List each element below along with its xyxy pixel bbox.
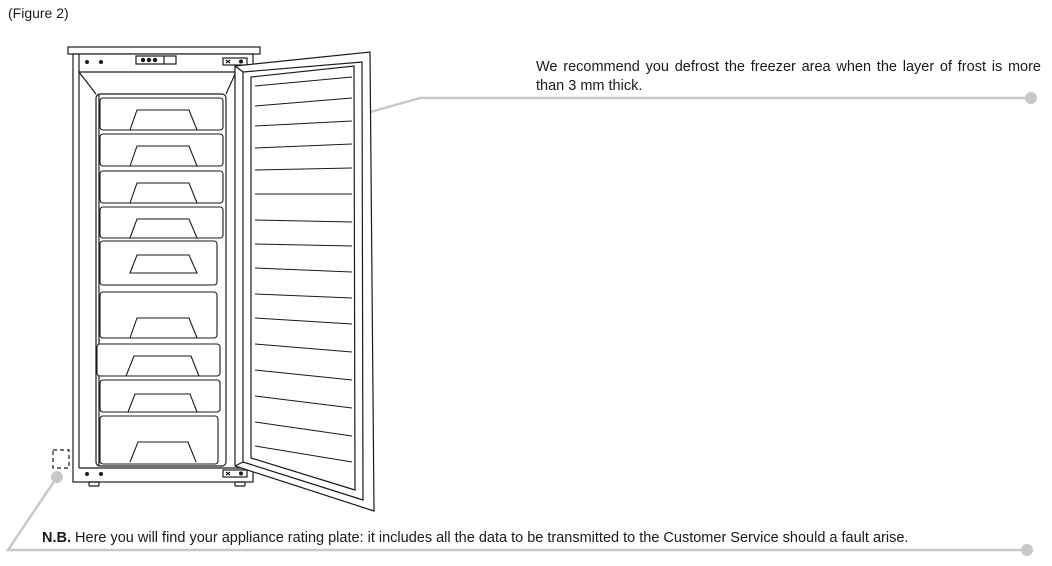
drawer-4 — [99, 206, 224, 239]
drawer-9 — [99, 415, 219, 465]
control-panel — [135, 55, 177, 65]
foot-right — [234, 481, 246, 487]
figure-label: (Figure 2) — [8, 5, 69, 21]
drawer-6 — [99, 291, 218, 339]
door-inner-edge — [242, 61, 364, 501]
freezer-door — [234, 51, 375, 512]
foot-left — [88, 481, 100, 487]
drawer-1 — [99, 97, 224, 131]
rating-plate-note: N.B. Here you will find your appliance r… — [42, 530, 908, 546]
rating-plate-leader-start-dot — [51, 471, 63, 483]
rating-plate-marker — [52, 449, 70, 469]
drawer-5 — [99, 240, 218, 286]
drawer-7 — [96, 343, 221, 377]
drawer-8 — [99, 379, 221, 413]
drawer-3 — [99, 170, 224, 204]
door-shelf-lines — [254, 76, 353, 463]
rating-plate-text: Here you will find your appliance rating… — [71, 530, 909, 546]
rating-plate-leader-end-dot — [1021, 544, 1033, 556]
defrost-leader-end-dot — [1025, 92, 1037, 104]
drawer-2 — [99, 133, 224, 167]
door-panel — [234, 51, 375, 512]
rating-plate-leader-line — [5, 476, 1026, 552]
nb-prefix: N.B. — [42, 530, 71, 546]
interior-liner — [95, 93, 227, 467]
freezer-drawers — [96, 97, 224, 465]
defrost-callout-text: We recommend you defrost the freezer are… — [536, 59, 1041, 94]
cabinet-top — [67, 46, 261, 55]
